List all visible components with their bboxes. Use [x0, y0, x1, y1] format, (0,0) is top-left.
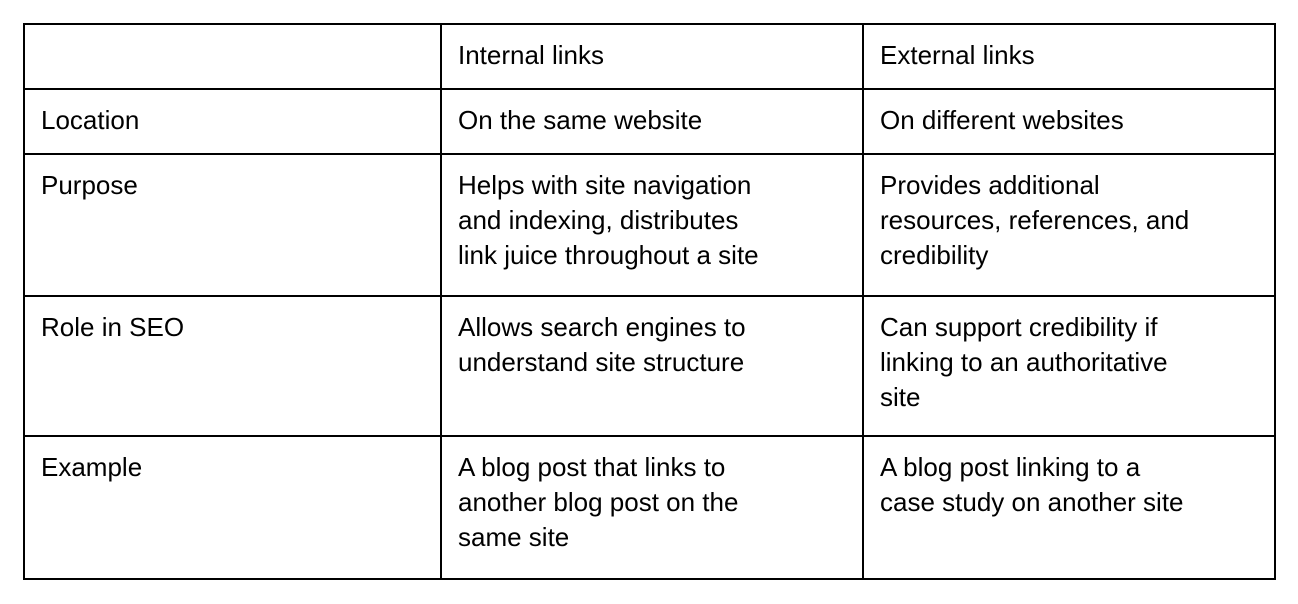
- header-corner-cell: [23, 23, 442, 90]
- comparison-table: Internal links External links Location O…: [23, 23, 1276, 580]
- table-header-row: Internal links External links: [23, 23, 1276, 90]
- cell-example-external: A blog post linking to a case study on a…: [862, 435, 1276, 580]
- header-cell-external-links: External links: [862, 23, 1276, 90]
- cell-location-internal: On the same website: [440, 88, 864, 155]
- cell-purpose-external: Provides additional resources, reference…: [862, 153, 1276, 297]
- cell-purpose-internal: Helps with site navigation and indexing,…: [440, 153, 864, 297]
- table-row-location: Location On the same website On differen…: [23, 88, 1276, 155]
- header-cell-internal-links: Internal links: [440, 23, 864, 90]
- row-label-role-in-seo: Role in SEO: [23, 295, 442, 437]
- cell-role-in-seo-external: Can support credibility if linking to an…: [862, 295, 1276, 437]
- cell-location-external: On different websites: [862, 88, 1276, 155]
- row-label-example: Example: [23, 435, 442, 580]
- table-row-purpose: Purpose Helps with site navigation and i…: [23, 153, 1276, 297]
- row-label-purpose: Purpose: [23, 153, 442, 297]
- row-label-location: Location: [23, 88, 442, 155]
- cell-example-internal: A blog post that links to another blog p…: [440, 435, 864, 580]
- table-row-example: Example A blog post that links to anothe…: [23, 435, 1276, 580]
- cell-role-in-seo-internal: Allows search engines to understand site…: [440, 295, 864, 437]
- table-row-role-in-seo: Role in SEO Allows search engines to und…: [23, 295, 1276, 437]
